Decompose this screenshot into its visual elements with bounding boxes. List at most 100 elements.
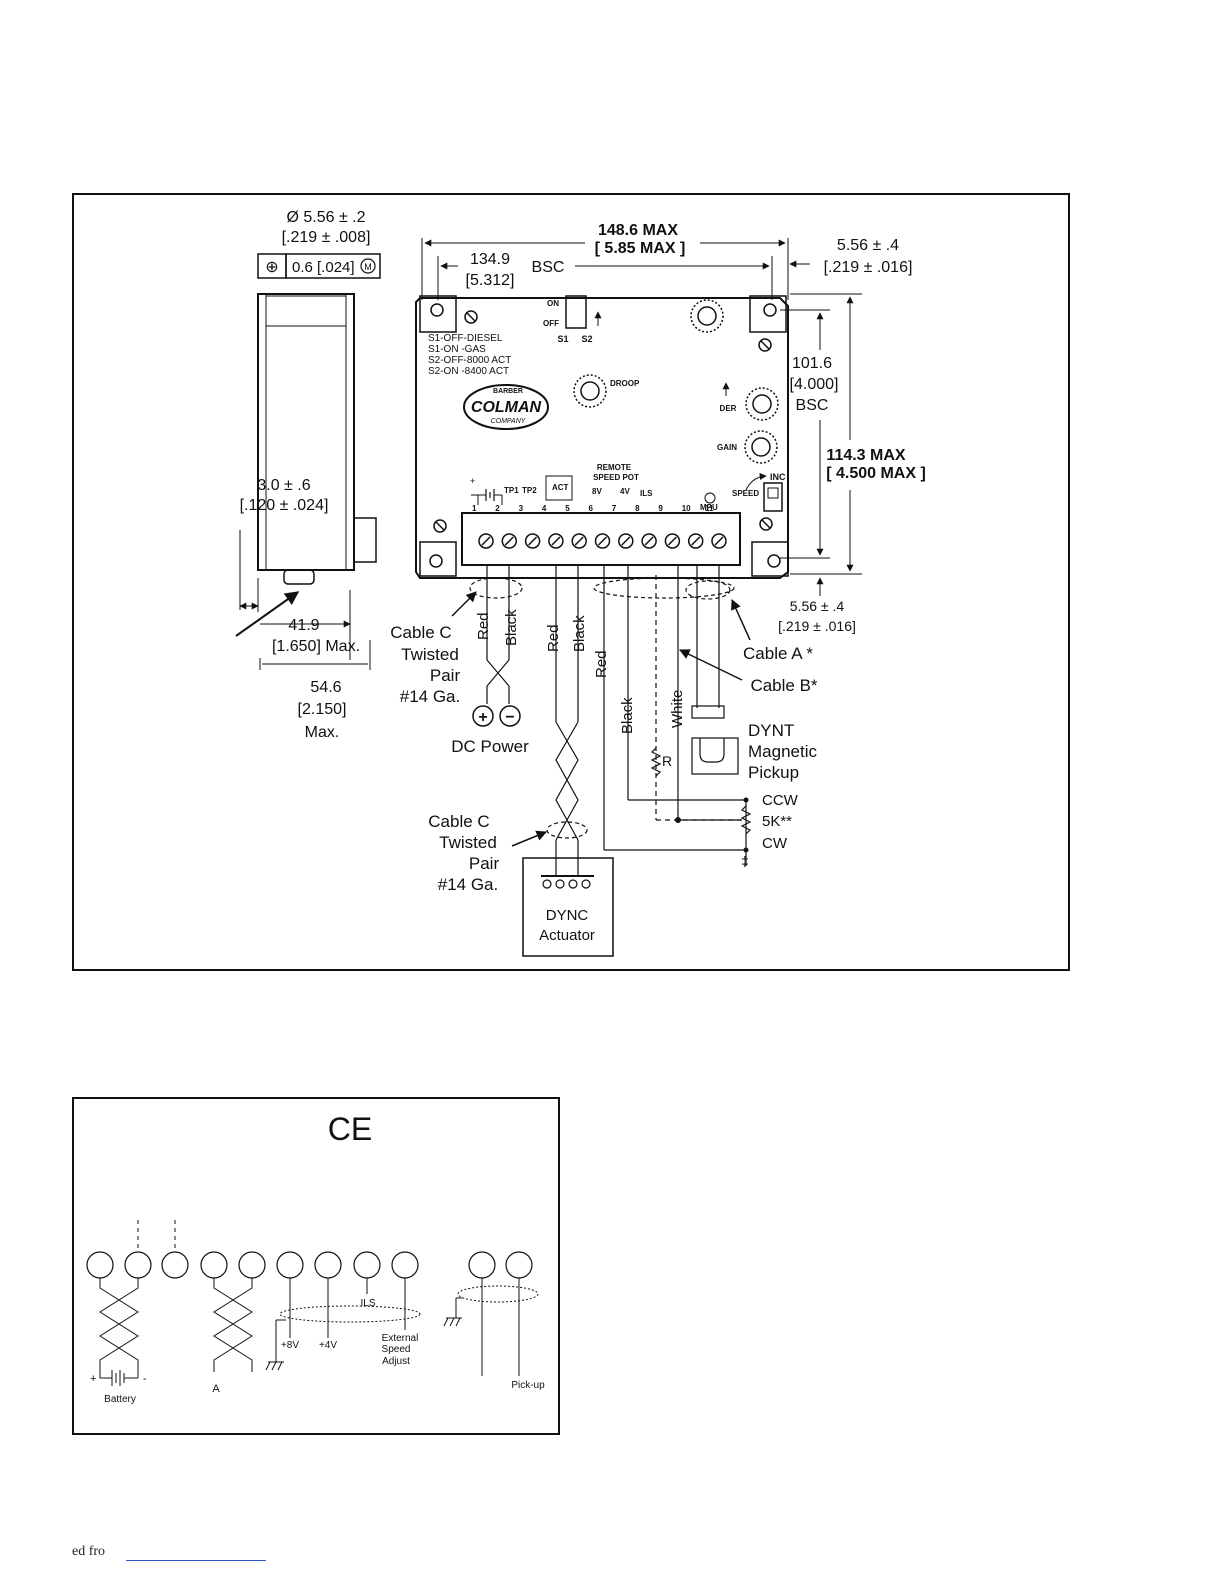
bsc-label: BSC (532, 259, 565, 276)
ce-terminal-icon (505, 1251, 533, 1279)
term-ils: ILS (640, 489, 653, 498)
pot-droop: DROOP (610, 379, 640, 388)
switch-s1: S1 (557, 334, 568, 344)
terminal-screw-icon (618, 533, 634, 549)
overall-height-in: [ 4.500 MAX ] (826, 465, 926, 482)
colman-logo: BARBER COLMAN COMPANY (463, 384, 549, 430)
ce-4v: +4V (319, 1340, 337, 1351)
term-4v: 4V (620, 487, 630, 496)
switch-s2: S2 (581, 334, 592, 344)
terminal-labels: + TP1 TP2 ACT REMOTE SPEED POT 8V 4V ILS… (470, 463, 718, 512)
terminal-screw-icon (664, 533, 681, 549)
overall-width: 148.6 MAX (598, 222, 678, 239)
cable-c-pair-2: Pair (469, 854, 500, 873)
dynt-pickup: Pickup (748, 763, 799, 782)
dync-label: DYNC (546, 907, 589, 924)
term-tp1: TP1 (504, 486, 519, 495)
term-mpu: MPU (700, 503, 718, 512)
side-total: 54.6 (310, 679, 341, 696)
terminal-screw-slot (667, 536, 677, 546)
cable-a-label: Cable A * (743, 644, 813, 663)
dync-actuator: Actuator (539, 927, 595, 944)
terminal-screw-icon (478, 533, 494, 549)
pot-speed: SPEED (732, 489, 759, 498)
terminal-screw-slot (528, 536, 538, 546)
pot-cw: CW (762, 835, 788, 852)
edge-offset-bottom: 5.56 ± .4 (790, 598, 845, 614)
ce-8v: +8V (281, 1340, 299, 1351)
ce-adjust: Adjust (382, 1356, 410, 1367)
ce-terminal-icon (200, 1251, 228, 1279)
resistor-label: R (662, 753, 672, 769)
cable-c-twisted: Twisted (401, 645, 459, 664)
svg-text:+: + (470, 476, 475, 486)
hole-spacing-x: 134.9 (470, 251, 510, 268)
switch-on: ON (547, 299, 559, 308)
ce-diagram: CE (86, 1111, 545, 1405)
edge-offset-bottom-in: [.219 ± .016] (778, 618, 856, 634)
terminal-number: 8 (635, 504, 640, 513)
overall-width-in: [ 5.85 MAX ] (595, 240, 686, 257)
term-act: ACT (552, 483, 569, 492)
side-thickness-in: [.120 ± .024] (240, 497, 329, 514)
terminal-number: 9 (658, 504, 663, 513)
terminal-screw-icon (571, 533, 587, 549)
edge-offset-top: 5.56 ± .4 (837, 237, 899, 254)
ce-pickup: Pick-up (511, 1380, 545, 1391)
cable-b-label: Cable B* (750, 676, 817, 695)
ce-terminal-icon (353, 1251, 381, 1279)
terminal-screw-icon (641, 533, 657, 549)
cable-c-gauge: #14 Ga. (400, 687, 461, 706)
terminal-number: 3 (519, 504, 524, 513)
wire-white-pot: White (669, 690, 686, 728)
dc-plus-icon (472, 705, 494, 727)
ce-wiring-diagram-frame (72, 1097, 560, 1435)
side-depth-in: [1.650] Max. (272, 638, 360, 655)
dimension-diagram-frame (72, 193, 1070, 971)
wire-black-actuator: Black (571, 615, 588, 652)
terminal-screw-slot (504, 536, 514, 546)
terminal-screw-icon (687, 533, 704, 549)
overall-height: 114.3 MAX (826, 447, 905, 464)
side-body (257, 293, 355, 571)
wire-black-power: Black (503, 609, 520, 646)
wire-black-pot: Black (619, 697, 636, 734)
dync-actuator-box (522, 857, 614, 957)
terminal-screw-slot (574, 536, 584, 546)
ground-dagger: ‡ (741, 853, 749, 869)
terminal-number: 1 (472, 504, 477, 513)
ce-terminal-icon (276, 1251, 304, 1279)
cable-c-twisted-2: Twisted (439, 833, 497, 852)
hole-spacing-y-in: [4.000] (790, 376, 839, 393)
terminal-screw-slot (597, 536, 608, 546)
switch-off: OFF (543, 319, 559, 328)
side-total-max: Max. (305, 724, 340, 741)
svg-text:BARBER: BARBER (493, 388, 523, 395)
right-dimensions: 101.6 [4.000] BSC 114.3 MAX [ 4.500 MAX … (778, 293, 926, 634)
pot-inc: INC (770, 472, 786, 482)
svg-text:S1-OFF-DIESEL: S1-OFF-DIESEL (428, 333, 503, 344)
pot-der: DER (720, 404, 737, 413)
ce-terminal-icon (161, 1251, 189, 1279)
ce-terminal-icon (238, 1251, 266, 1279)
terminal-screw-slot (551, 536, 561, 546)
top-dimensions: 148.6 MAX [ 5.85 MAX ] 134.9 [5.312] BSC… (421, 222, 913, 300)
terminal-screw-icon (501, 533, 518, 549)
ce-mark: CE (328, 1111, 372, 1147)
ce-terminal-icon (86, 1251, 114, 1279)
svg-text:+: + (478, 709, 487, 726)
cable-c-label: Cable C (390, 623, 451, 642)
hole-spacing-y: 101.6 (792, 355, 832, 372)
terminal-number: 6 (589, 504, 594, 513)
terminal-screw-slot (714, 536, 724, 546)
terminal-screw-slot (481, 536, 491, 546)
dc-power-label: DC Power (451, 737, 529, 756)
term-8v: 8V (592, 487, 602, 496)
ce-speed: Speed (382, 1344, 411, 1355)
svg-text:S1-ON -GAS: S1-ON -GAS (428, 344, 486, 355)
footer-link[interactable] (126, 1560, 266, 1561)
edge-offset-top-in: [.219 ± .016] (824, 259, 913, 276)
ce-external: External (382, 1333, 419, 1344)
svg-text:COMPANY: COMPANY (491, 418, 527, 425)
